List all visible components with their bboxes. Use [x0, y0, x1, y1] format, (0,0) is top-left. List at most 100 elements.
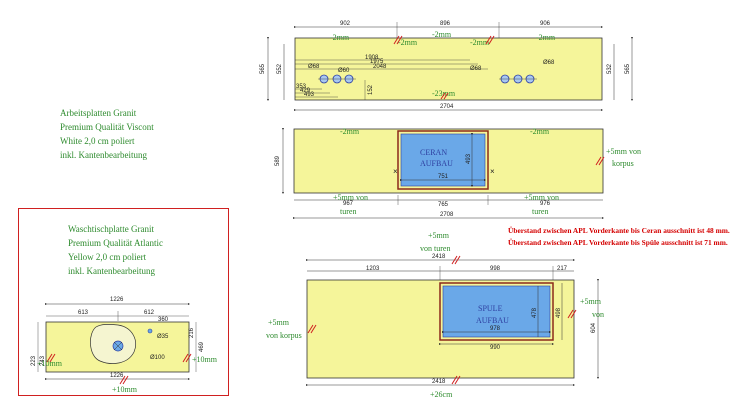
sink-inner-width: 978	[490, 326, 501, 332]
p2-right-bottom-note-2: turen	[532, 207, 548, 216]
p4-left-dim-243: 243	[40, 355, 46, 366]
p2-left-dim: 589	[275, 155, 281, 166]
overhang-notes: Überstand zwischen APL Vorderkante bis C…	[508, 225, 730, 249]
overhang-note-spuele: Überstand zwischen APL Vorderkante bis S…	[508, 238, 728, 247]
p4-left-note: +10mm	[37, 359, 63, 368]
p3-bottom-total: 2418	[432, 379, 446, 385]
p1-dim-1975: 1975	[370, 59, 384, 65]
p1-hole-68-b: Ø68	[470, 66, 482, 72]
panel-2: CERAN AUFBAU 751 493 × × -2mm -2mm 589 +…	[275, 127, 641, 219]
ceran-cutout-outline	[397, 130, 489, 190]
ceran-label-2: AUFBAU	[420, 159, 453, 168]
spec-wb-line-2: Premium Qualität Atlantic	[68, 238, 163, 248]
p1-hole-60: Ø60	[338, 68, 350, 74]
spec-wb-line-4: inkl. Kantenbearbeitung	[68, 266, 155, 276]
spec-top-line-1: Arbeitsplatten Granit	[60, 108, 137, 118]
basin-outline	[90, 324, 136, 364]
spec-top-line-2: Premium Qualität Viscont	[60, 122, 154, 132]
p4-dim-360: 360	[158, 317, 169, 323]
p3-top-total: 2418	[432, 254, 446, 260]
sink-outer-width: 990	[490, 345, 501, 351]
p1-dim-906: 906	[540, 21, 551, 27]
p1-holes-right	[499, 74, 537, 84]
sink-label-2: AUFBAU	[476, 316, 509, 325]
p3-dim-1203: 1203	[366, 266, 380, 272]
p3-right-note-1: +5mm	[580, 297, 602, 306]
sink-outer-height: 498	[556, 307, 562, 318]
sink-inner-height: 478	[532, 307, 538, 318]
p3-top-note-2: von turen	[420, 244, 450, 253]
p1-right-dim-565: 565	[625, 63, 631, 74]
svg-text:×: ×	[393, 167, 398, 176]
p1-holes-left	[318, 74, 356, 84]
spec-block-washbasin: Waschtischplatte Granit Premium Qualität…	[68, 222, 163, 278]
p4-dim-613: 613	[78, 310, 89, 316]
p2-dim-765: 765	[438, 202, 449, 208]
ceran-height: 493	[466, 153, 472, 164]
svg-text:×: ×	[490, 167, 495, 176]
p2-dim-976: 976	[540, 201, 551, 207]
p1-dim-2048: 2048	[373, 64, 387, 70]
p1-edge-note-2: -2mm	[398, 38, 418, 47]
spec-top-line-3: White 2,0 cm poliert	[60, 136, 135, 146]
overhang-note-ceran: Überstand zwischen APL Vorderkante bis C…	[508, 226, 730, 235]
p3-bottom-note: +26cm	[430, 390, 453, 399]
panel-1: 902 896 906 -2mm -2mm -2mm -2mm -2mm 565…	[260, 21, 633, 111]
p2-dim-967: 967	[343, 201, 354, 207]
p1-edge-note-3: -2mm	[432, 30, 452, 39]
p1-left-dim-552: 552	[277, 63, 283, 74]
p4-bottom-dim: 1226	[110, 373, 124, 379]
sink-label-1: SPULE	[478, 304, 503, 313]
p2-left-note-2: turen	[340, 207, 356, 216]
p1-dim-896: 896	[440, 21, 451, 27]
ceran-width: 751	[438, 174, 449, 180]
p1-dim-902: 902	[340, 21, 351, 27]
p2-right-note-2: korpus	[612, 159, 634, 168]
p3-left-note-2: von korpus	[266, 331, 302, 340]
p4-top-dim: 1226	[110, 297, 124, 303]
p1-bottom-note: -23mm	[432, 89, 456, 98]
p1-bottom-dim: 2704	[440, 104, 454, 110]
p1-hole-68-c: Ø68	[543, 60, 555, 66]
panel-3: +5mm von turen 2418 1203 998 217 SPULE A…	[266, 231, 604, 399]
sink-cutout	[442, 285, 551, 338]
washbasin-frame	[18, 208, 229, 396]
spec-top-line-4: inkl. Kantenbearbeitung	[60, 150, 147, 160]
p1-dim-152: 152	[368, 84, 374, 95]
p1-edge-note-4: -2mm	[470, 38, 490, 47]
p2-right-bottom-note-1: +5mm von	[524, 193, 559, 202]
p2-edge-note-1: -2mm	[340, 127, 360, 136]
spec-wb-line-3: Yellow 2,0 cm poliert	[68, 252, 147, 262]
p2-left-note-1: +5mm von	[333, 193, 368, 202]
p4-right-dim-216: 216	[189, 327, 195, 338]
p4-dim-612: 612	[144, 310, 155, 316]
p3-right-dim: 604	[591, 322, 597, 333]
p3-dim-217: 217	[557, 266, 568, 272]
tap-hole	[147, 328, 153, 334]
p1-edge-note-5: -2mm	[536, 33, 556, 42]
p1-left-dim-565: 565	[260, 63, 266, 74]
panel-4: 1226 613 612 360 Ø35 Ø100 223 243 216 46…	[31, 297, 218, 394]
p2-right-note-1: +5mm von	[606, 147, 641, 156]
p1-dim-1908: 1908	[365, 55, 379, 61]
p1-dim-353: 353	[296, 84, 307, 90]
p1-edge-note-1: -2mm	[330, 33, 350, 42]
p3-right-note-2: von	[592, 310, 604, 319]
p3-dim-998: 998	[490, 266, 501, 272]
p3-top-note-1: +5mm	[428, 231, 450, 240]
p2-edge-note-2: -2mm	[530, 127, 550, 136]
p4-hole-100: Ø100	[150, 355, 165, 361]
spec-block-top: Arbeitsplatten Granit Premium Qualität V…	[60, 106, 154, 162]
p1-dim-429: 429	[300, 88, 311, 94]
sink-cutout-outline	[439, 282, 554, 341]
p2-total: 2708	[440, 212, 454, 218]
p1-hole-68-a: Ø68	[308, 64, 320, 70]
ceran-label-1: CERAN	[420, 148, 447, 157]
p4-left-dim-223: 223	[31, 355, 37, 366]
p4-right-dim-469: 469	[199, 341, 205, 352]
spec-wb-line-1: Waschtischplatte Granit	[68, 224, 154, 234]
p4-right-note: +10mm	[192, 355, 218, 364]
p3-left-note-1: +5mm	[268, 318, 290, 327]
